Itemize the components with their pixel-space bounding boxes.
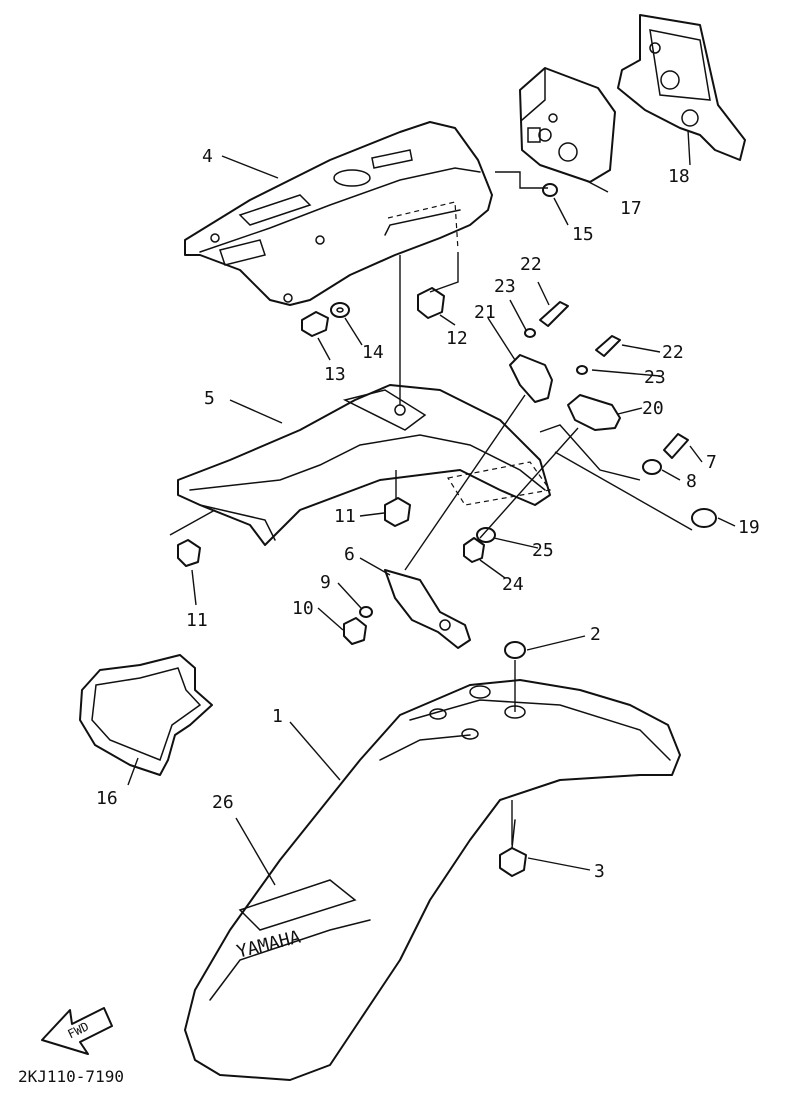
- part-bracket-21: [509, 354, 553, 403]
- callout-20: 20: [642, 398, 664, 419]
- callout-24: 24: [502, 574, 524, 595]
- callout-12: 12: [446, 328, 468, 349]
- callout-4: 4: [202, 146, 213, 167]
- part-bracket-20: [567, 394, 621, 431]
- callout-18: 18: [668, 166, 690, 187]
- callout-11b: 11: [186, 610, 208, 631]
- callout-16: 16: [96, 788, 118, 809]
- part-rear-fender: YAMAHA: [184, 679, 681, 1081]
- part-rear-cover: [184, 121, 493, 306]
- callout-17: 17: [620, 198, 642, 219]
- part-inner-fender: [177, 384, 551, 546]
- part-stay: [384, 569, 471, 649]
- callout-25: 25: [532, 540, 554, 561]
- callout-2: 2: [590, 624, 601, 645]
- forward-arrow-icon: FWD: [41, 1007, 113, 1055]
- callout-3: 3: [594, 861, 605, 882]
- callout-6: 6: [344, 544, 355, 565]
- callout-22b: 22: [662, 342, 684, 363]
- callout-8: 8: [686, 471, 697, 492]
- guide-lines: [169, 171, 693, 845]
- callout-19: 19: [738, 517, 760, 538]
- part-license-bracket: [617, 14, 746, 161]
- callout-5: 5: [204, 388, 215, 409]
- callout-26: 26: [212, 792, 234, 813]
- callout-14: 14: [362, 342, 384, 363]
- callout-15: 15: [572, 224, 594, 245]
- callout-23a: 23: [494, 276, 516, 297]
- callout-11a: 11: [334, 506, 356, 527]
- callout-23b: 23: [644, 367, 666, 388]
- callout-1: 1: [272, 706, 283, 727]
- part-tail-light: [519, 67, 616, 183]
- fasteners: [177, 183, 717, 877]
- part-mud-flap: [79, 654, 213, 776]
- callout-22a: 22: [520, 254, 542, 275]
- drawing-code: 2KJ110-7190: [18, 1067, 124, 1086]
- callout-9: 9: [320, 572, 331, 593]
- callout-21: 21: [474, 302, 496, 323]
- callout-10: 10: [292, 598, 314, 619]
- leader-lines: [127, 129, 736, 886]
- callout-labels: 1 2 3 4 5 6 7 8 9 10 11 11 12 13 14 15 1…: [96, 146, 760, 882]
- callout-13: 13: [324, 364, 346, 385]
- callout-7: 7: [706, 452, 717, 473]
